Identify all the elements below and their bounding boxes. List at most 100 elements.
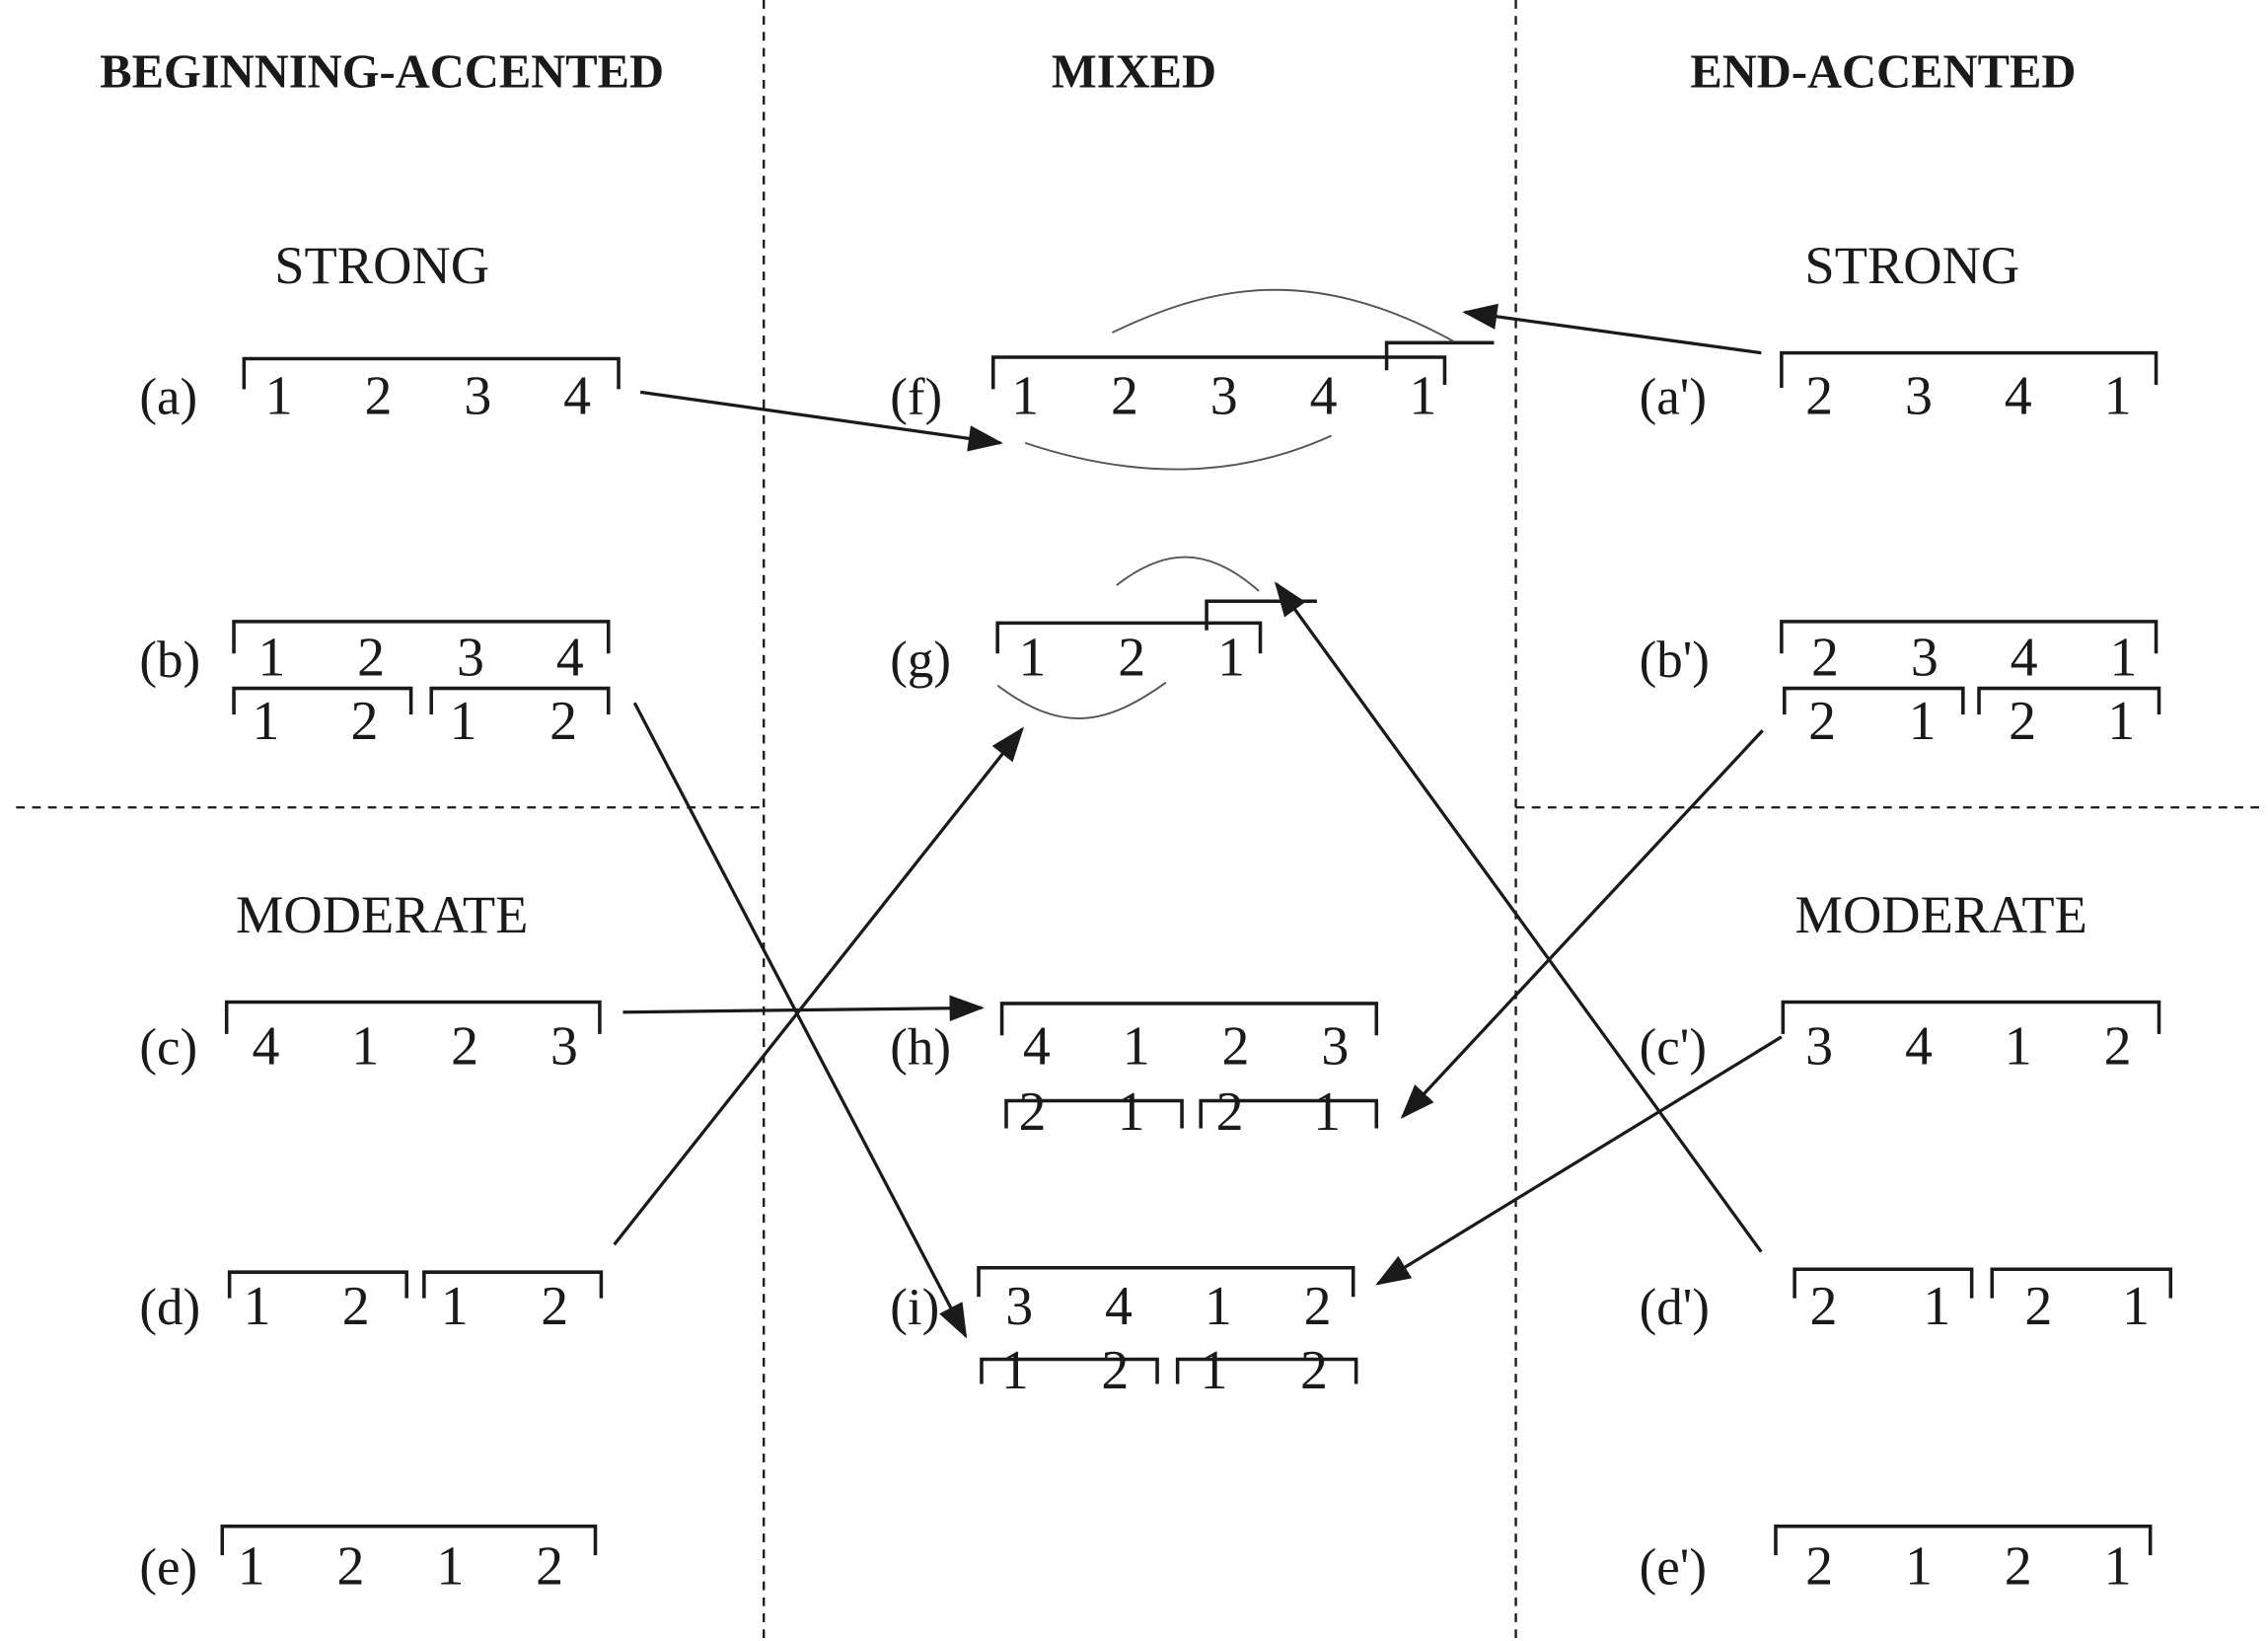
beat-number: 3 [1805,1016,1833,1078]
beat-number: 2 [1111,365,1138,426]
beat-number: 4 [1310,365,1338,426]
beat-number: 2 [1805,1536,1833,1598]
bracket-d-prime-1 [1792,1267,1974,1299]
arrow-c-prime-to-i [1375,1035,1783,1286]
beat-number: 2 [1811,627,1839,688]
label-d-prime: (d') [1640,1279,1710,1336]
beat-number: 1 [1905,1536,1933,1598]
beat-number: 2 [2104,1016,2132,1078]
arrow-c-to-h [622,995,985,1021]
beat-number: 4 [2005,365,2032,426]
beat-number: 3 [550,1016,578,1078]
arrows [613,303,1783,1339]
beat-number: 2 [1222,1016,1250,1078]
arc-f-upper [1112,288,1454,342]
bracket-a-prime [1780,350,2158,388]
arrow-b-prime-to-h [1400,729,1764,1119]
beat-number: 3 [1911,627,1939,688]
beat-number: 2 [337,1536,365,1598]
beat-number: 1 [1200,1340,1227,1401]
label-b-prime: (b') [1640,632,1710,689]
beat-number: 1 [1118,1082,1145,1143]
beat-number: 2 [342,1276,370,1337]
beat-number: 2 [351,691,379,752]
bracket-b-sub1 [232,686,413,715]
label-c-prime: (c') [1640,1019,1707,1077]
beat-number: 1 [1001,1340,1029,1401]
beat-number: 1 [450,691,477,752]
arrow-a-to-f [639,390,1004,452]
arc-g-lower [996,681,1167,719]
beat-number: 2 [357,627,385,688]
beat-number: 1 [2104,365,2132,426]
beat-number: 1 [265,365,293,426]
header-end-accented: END-ACCENTED [1690,44,2076,98]
beat-number: 4 [1105,1276,1133,1337]
bracket-e-prime [1774,1524,2153,1556]
label-h: (h) [890,1019,951,1077]
arrow-d-to-g [613,726,1025,1246]
bracket-b-sub2 [429,686,611,715]
beat-number: 2 [2009,691,2036,752]
label-i: (i) [890,1279,939,1336]
bracket-e [220,1524,598,1556]
beat-number: 2 [1810,1276,1838,1337]
label-g: (g) [890,632,951,689]
bracket-c-prime [1781,1000,2161,1034]
beat-number: 2 [2005,1536,2032,1598]
beat-number: 3 [1005,1276,1033,1337]
bracket-b-prime-sub1 [1783,686,1965,715]
beat-number: 2 [536,1536,563,1598]
bracket-g-main [995,621,1263,654]
bracket-i-sub2 [1175,1357,1358,1384]
beat-number: 2 [1019,1082,1047,1143]
beat-number: 3 [1210,365,1238,426]
beat-number: 1 [1205,1276,1232,1337]
category-moderate-right: MODERATE [1795,884,2087,944]
beat-number: 2 [1216,1082,1244,1143]
bracket-b-prime-sub2 [1977,686,2161,715]
beat-number: 1 [1011,365,1039,426]
header-mixed: MIXED [1052,44,1216,98]
bracket-b-prime-top [1780,620,2158,654]
beat-number: 1 [2107,691,2135,752]
label-f: (f) [890,368,942,425]
beat-number: 4 [252,1016,279,1078]
category-moderate-left: MODERATE [236,884,528,944]
beat-number: 1 [2122,1276,2150,1337]
bracket-h-sub2 [1199,1098,1379,1129]
beat-number: 4 [563,365,591,426]
label-d: (d) [139,1279,200,1336]
bracket-b-top [232,620,611,654]
bracket-d-2 [422,1270,604,1299]
category-strong-left: STRONG [274,235,489,295]
beat-number: 1 [2109,627,2137,688]
beat-number: 2 [549,691,577,752]
bracket-h-top [999,1002,1379,1036]
beat-number: 1 [436,1536,464,1598]
beat-number: 4 [1023,1016,1051,1078]
beat-number: 1 [1909,691,1937,752]
brackets [220,340,2173,1556]
beat-number: 4 [1905,1016,1933,1078]
beat-number: 2 [1805,365,1833,426]
bracket-h-sub1 [1004,1098,1184,1129]
label-a-prime: (a') [1640,368,1707,425]
beat-number: 1 [1123,1016,1150,1078]
bracket-d-1 [227,1270,408,1299]
beat-number: 1 [441,1276,469,1337]
label-a: (a) [139,368,197,425]
beat-number: 2 [1101,1340,1129,1401]
beat-number: 4 [556,627,584,688]
beat-number: 1 [1923,1276,1950,1337]
bracket-i-top [977,1266,1355,1298]
beat-number: 3 [464,365,491,426]
beat-number: 1 [244,1276,271,1337]
bracket-d-prime-2 [1990,1267,2173,1299]
beat-number: 3 [457,627,484,688]
label-e-prime: (e') [1640,1539,1707,1597]
label-b: (b) [139,632,200,689]
bracket-i-sub1 [980,1357,1159,1384]
